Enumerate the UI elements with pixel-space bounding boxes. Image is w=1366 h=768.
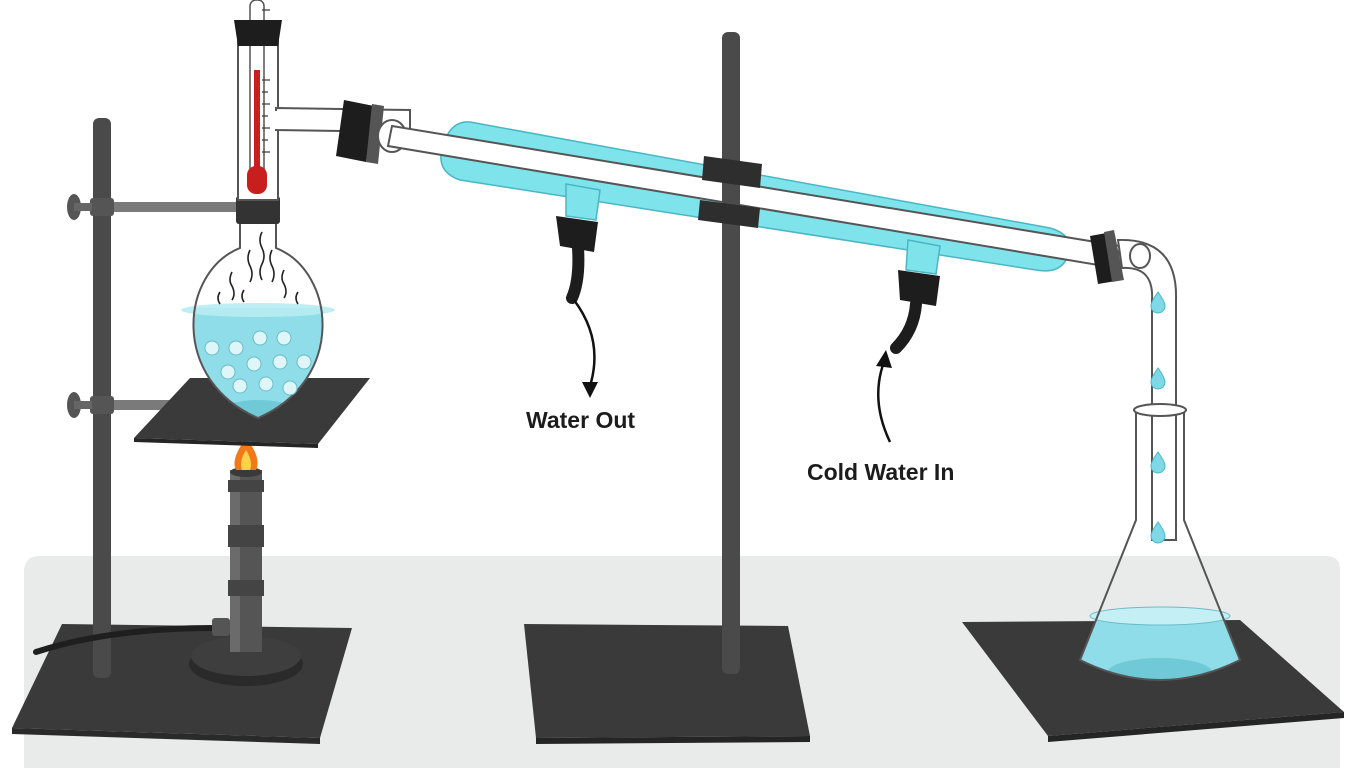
water-out-label: Water Out [526,407,636,433]
water-out-port [565,183,601,221]
cold-water-in-port [905,239,941,275]
distillate-drops [1150,291,1166,544]
top-stopper [234,20,282,46]
thermometer-bulb [247,166,267,194]
liebig-condenser [386,121,1122,354]
cold-water-in-arrow [876,350,892,443]
lower-clamp-arm [100,400,200,410]
middle-stand-base [524,624,810,738]
upper-clamp-arm [100,202,240,212]
middle-stand-rod [722,32,740,674]
boiling-bubbles [204,330,312,396]
bunsen-burner [189,438,303,686]
middle-retort-stand [524,32,810,744]
gas-hose [33,625,218,655]
left-stand-base [12,624,352,738]
cold-water-in-label: Cold Water In [807,459,955,485]
water-out-arrow [572,299,598,398]
conical-receiving-flask [1078,403,1242,681]
middle-clamp [702,156,762,188]
water-out-hose [566,242,585,304]
distillation-head [234,0,411,201]
cold-water-in-hose [890,298,922,354]
